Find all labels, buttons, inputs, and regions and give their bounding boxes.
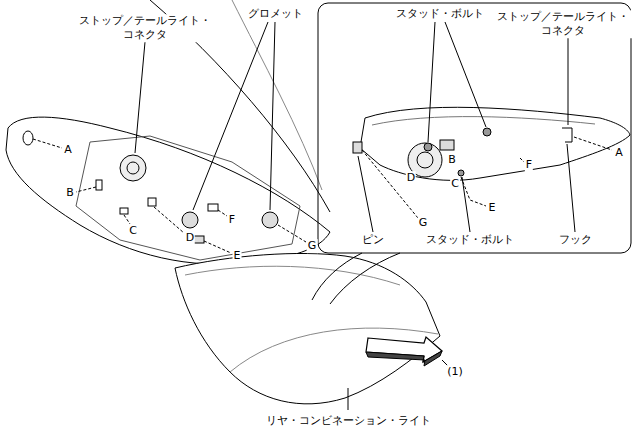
callout-letter: D [185,231,195,245]
stud-bolt [424,143,432,151]
pin [353,142,362,153]
arrow-shadow [366,351,442,366]
dashed-leader [154,207,184,233]
slot [96,180,102,190]
callout-letter: E [233,249,242,263]
callout-letter: E [488,201,497,215]
leader-line [135,42,145,153]
dashed-leader [362,150,418,218]
body-line [232,0,322,190]
callout-letter: A [63,143,73,157]
callout-letter: C [128,224,138,238]
lamp-housing [6,117,330,264]
zoom-line [312,253,362,300]
leader-line [193,22,268,210]
callout-letter: C [450,177,460,191]
part-label: フック [558,233,593,247]
leader-line [462,177,470,232]
part-label: グロメット [247,7,304,21]
part-label: ストップ／テールライト・コネクタ [494,10,632,38]
stud-bolt [483,128,491,136]
dashed-leader [76,187,96,192]
dashed-leader [520,158,524,162]
inset-frame [318,3,631,253]
grommet [262,212,278,228]
callout-letter: F [525,158,533,172]
part-label: ピン [361,233,385,247]
leader-line [358,156,373,232]
leader-line [270,22,275,210]
hook [562,128,572,142]
slot [148,198,156,206]
callout-letter: B [447,153,457,167]
connector [120,155,146,181]
lamp-back [360,107,630,180]
dashed-leader [218,210,227,216]
part-label: ストップ／テールライト・コネクタ [76,14,214,42]
part-label: スタッド・ボルト [395,7,485,21]
dashed-leader [278,225,306,242]
slot [120,208,128,214]
leader-line [567,144,575,232]
callout-letter: A [614,146,624,160]
dashed-leader [574,137,612,150]
leader-line [428,22,435,142]
zoom-line [330,253,400,304]
part-label: リヤ・コンビネーション・ライト [265,414,432,428]
callout-letter: G [418,216,429,230]
leader-line [445,22,486,127]
grommet [182,212,198,228]
callout-letter: G [307,239,318,253]
pin [23,131,33,145]
stud-bolt [458,170,464,176]
socket [417,152,433,168]
connector [127,162,139,174]
callout-letter: F [228,213,236,227]
connector [440,140,454,150]
dashed-leader [33,139,62,148]
callout-letter: D [406,171,416,185]
slot [208,204,218,211]
dashed-leader [124,215,130,224]
leader-line [568,38,569,125]
part-label: スタッド・ボルト [425,233,515,247]
callout-number: (1) [446,365,464,379]
housing-panel [76,136,300,260]
dashed-leader [204,241,231,253]
dashed-leader [461,177,486,206]
leader-line [348,388,349,410]
lamp-lens [175,253,440,403]
callout-letter: B [65,186,75,200]
